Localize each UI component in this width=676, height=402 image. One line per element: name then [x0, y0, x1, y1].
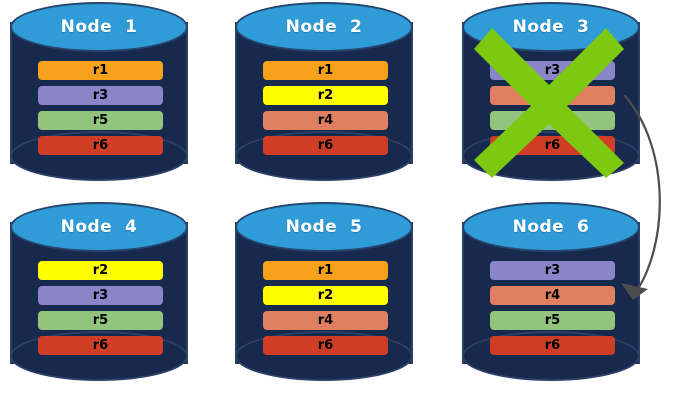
record-bar[interactable]: r6 — [38, 336, 163, 355]
record-bar[interactable]: r6 — [490, 136, 615, 155]
node-3-label: Node 3 — [512, 17, 590, 37]
record-label: r1 — [92, 63, 109, 78]
record-bar[interactable]: r5 — [38, 111, 163, 130]
record-label: r4 — [544, 288, 561, 303]
record-label: r4 — [317, 313, 334, 328]
record-bar[interactable]: r6 — [38, 136, 163, 155]
node-4-records: r2 r3 r5 r6 — [38, 261, 163, 361]
node-4[interactable]: Node 4 r2 r3 r5 r6 — [0, 200, 190, 388]
node-3[interactable]: Node 3 r3 r4 r5 r6 — [452, 0, 642, 188]
record-label: r6 — [544, 138, 561, 153]
node-5-records: r1 r2 r4 r6 — [263, 261, 388, 361]
record-bar[interactable]: r5 — [490, 111, 615, 130]
record-bar[interactable]: r3 — [38, 86, 163, 105]
record-bar[interactable]: r3 — [38, 286, 163, 305]
node-6-cylinder-top: Node 6 — [462, 202, 640, 252]
node-6-label: Node 6 — [512, 217, 590, 237]
node-5-cylinder-top: Node 5 — [235, 202, 413, 252]
record-bar[interactable]: r6 — [263, 336, 388, 355]
record-bar[interactable]: r5 — [38, 311, 163, 330]
record-bar[interactable]: r4 — [263, 111, 388, 130]
record-label: r2 — [317, 288, 334, 303]
record-bar[interactable]: r4 — [263, 311, 388, 330]
record-bar[interactable]: r6 — [490, 336, 615, 355]
record-label: r3 — [544, 63, 561, 78]
record-label: r2 — [317, 88, 334, 103]
node-1-records: r1 r3 r5 r6 — [38, 61, 163, 161]
record-label: r6 — [317, 138, 334, 153]
record-bar[interactable]: r1 — [263, 261, 388, 280]
record-bar[interactable]: r1 — [38, 61, 163, 80]
record-label: r1 — [317, 263, 334, 278]
node-1-label: Node 1 — [60, 17, 138, 37]
record-bar[interactable]: r4 — [490, 86, 615, 105]
node-1-cylinder-top: Node 1 — [10, 2, 188, 52]
record-label: r5 — [544, 313, 561, 328]
node-3-records: r3 r4 r5 r6 — [490, 61, 615, 161]
node-1[interactable]: Node 1 r1 r3 r5 r6 — [0, 0, 190, 188]
node-3-cylinder-top: Node 3 — [462, 2, 640, 52]
record-label: r1 — [317, 63, 334, 78]
node-6[interactable]: Node 6 r3 r4 r5 r6 — [452, 200, 642, 388]
node-2-records: r1 r2 r4 r6 — [263, 61, 388, 161]
record-label: r4 — [544, 88, 561, 103]
record-label: r6 — [317, 338, 334, 353]
record-bar[interactable]: r3 — [490, 261, 615, 280]
record-bar[interactable]: r6 — [263, 136, 388, 155]
record-bar[interactable]: r5 — [490, 311, 615, 330]
record-label: r4 — [317, 113, 334, 128]
record-label: r6 — [544, 338, 561, 353]
record-label: r6 — [92, 338, 109, 353]
node-2[interactable]: Node 2 r1 r2 r4 r6 — [225, 0, 415, 188]
node-6-records: r3 r4 r5 r6 — [490, 261, 615, 361]
record-bar[interactable]: r2 — [38, 261, 163, 280]
record-label: r3 — [92, 88, 109, 103]
record-label: r2 — [92, 263, 109, 278]
record-bar[interactable]: r1 — [263, 61, 388, 80]
node-2-label: Node 2 — [285, 17, 363, 37]
record-label: r6 — [92, 138, 109, 153]
record-label: r5 — [92, 313, 109, 328]
record-label: r5 — [92, 113, 109, 128]
record-label: r3 — [544, 263, 561, 278]
node-2-cylinder-top: Node 2 — [235, 2, 413, 52]
record-bar[interactable]: r2 — [263, 86, 388, 105]
record-bar[interactable]: r2 — [263, 286, 388, 305]
node-4-cylinder-top: Node 4 — [10, 202, 188, 252]
node-5-label: Node 5 — [285, 217, 363, 237]
record-label: r3 — [92, 288, 109, 303]
node-4-label: Node 4 — [60, 217, 138, 237]
record-bar[interactable]: r3 — [490, 61, 615, 80]
record-label: r5 — [544, 113, 561, 128]
record-bar[interactable]: r4 — [490, 286, 615, 305]
node-5[interactable]: Node 5 r1 r2 r4 r6 — [225, 200, 415, 388]
